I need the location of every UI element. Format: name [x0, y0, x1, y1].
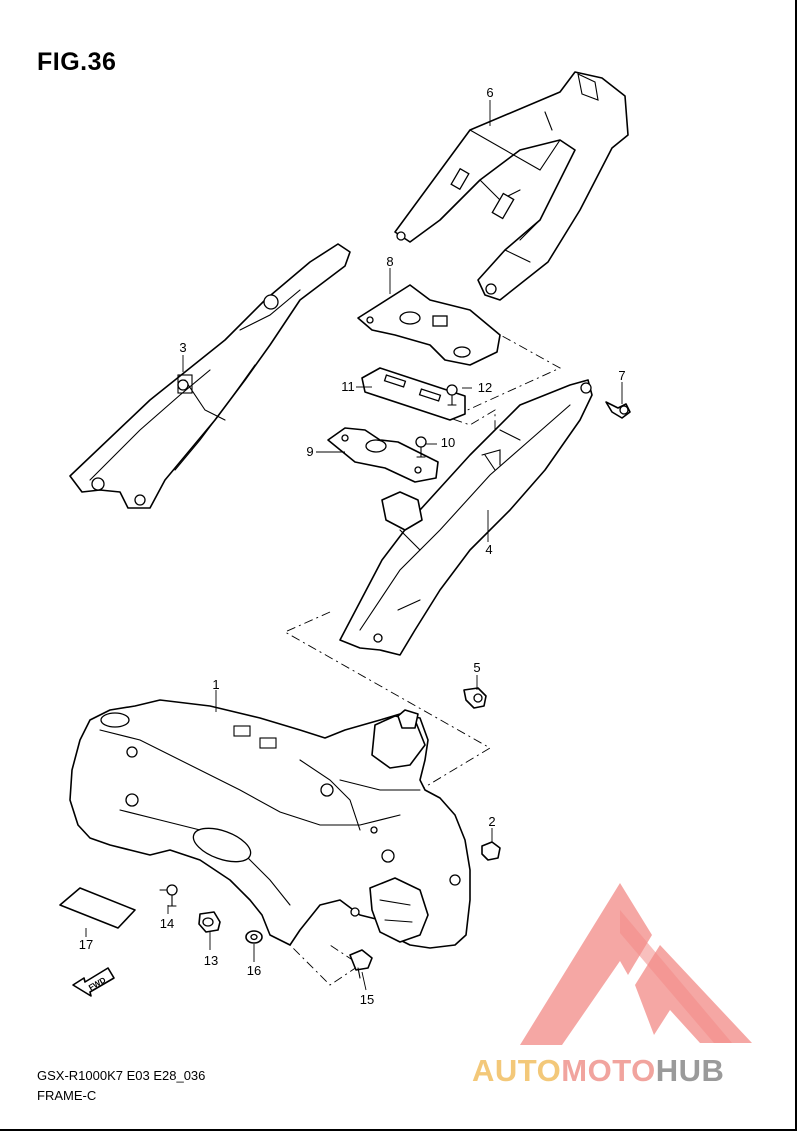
callout-10: 10 — [441, 435, 455, 450]
ref-line-middle — [284, 611, 491, 791]
part-11-plate — [361, 367, 466, 421]
automotohub-wordmark: AUTOMOTOHUB — [472, 1053, 724, 1089]
callout-8: 8 — [386, 254, 393, 269]
part-12-bolt — [446, 384, 458, 406]
callout-11: 11 — [341, 379, 355, 394]
callout-7: 7 — [618, 368, 625, 383]
part-6-rear-frame-upper — [394, 71, 629, 301]
ref-line-upper — [448, 326, 562, 440]
callout-15: 15 — [360, 992, 374, 1007]
footer-group-name: FRAME-C — [37, 1088, 97, 1103]
callout-5: 5 — [473, 660, 480, 675]
part-3-side-rail — [69, 243, 351, 509]
callout-3: 3 — [179, 340, 186, 355]
fwd-arrow-icon: FWD — [72, 967, 115, 997]
wordmark-moto: MOTO — [561, 1053, 656, 1088]
callout-17: 17 — [79, 937, 93, 952]
part-5-bolt — [463, 687, 487, 709]
part-1-main-frame — [69, 699, 471, 949]
part-4-rear-frame-lower — [339, 379, 593, 656]
part-8-bracket — [357, 284, 501, 366]
wordmark-auto: AUTO — [472, 1053, 562, 1088]
footer-model-code: GSX-R1000K7 E03 E28_036 — [37, 1068, 206, 1083]
wordmark-hub: HUB — [655, 1053, 725, 1088]
part-2-bolt — [481, 841, 501, 861]
part-17-label — [59, 887, 136, 929]
automotohub-logo-icon — [520, 883, 752, 1045]
callout-12: 12 — [478, 380, 492, 395]
callout-14: 14 — [160, 916, 174, 931]
part-10-bolt — [415, 436, 427, 458]
part-15-bolt — [349, 949, 373, 979]
callout-16: 16 — [247, 963, 261, 978]
part-9-plate — [327, 427, 439, 483]
part-7-bolt — [605, 401, 631, 419]
figure-title: FIG.36 — [37, 48, 117, 76]
leader-lines — [85, 100, 623, 991]
callout-2: 2 — [488, 814, 495, 829]
callout-9: 9 — [306, 444, 313, 459]
callout-13: 13 — [204, 953, 218, 968]
part-14-bolt — [159, 884, 178, 907]
callout-1: 1 — [212, 677, 219, 692]
callout-4: 4 — [485, 542, 492, 557]
part-13-collar — [198, 911, 221, 933]
callout-6: 6 — [486, 85, 493, 100]
part-16-washer — [245, 930, 263, 944]
